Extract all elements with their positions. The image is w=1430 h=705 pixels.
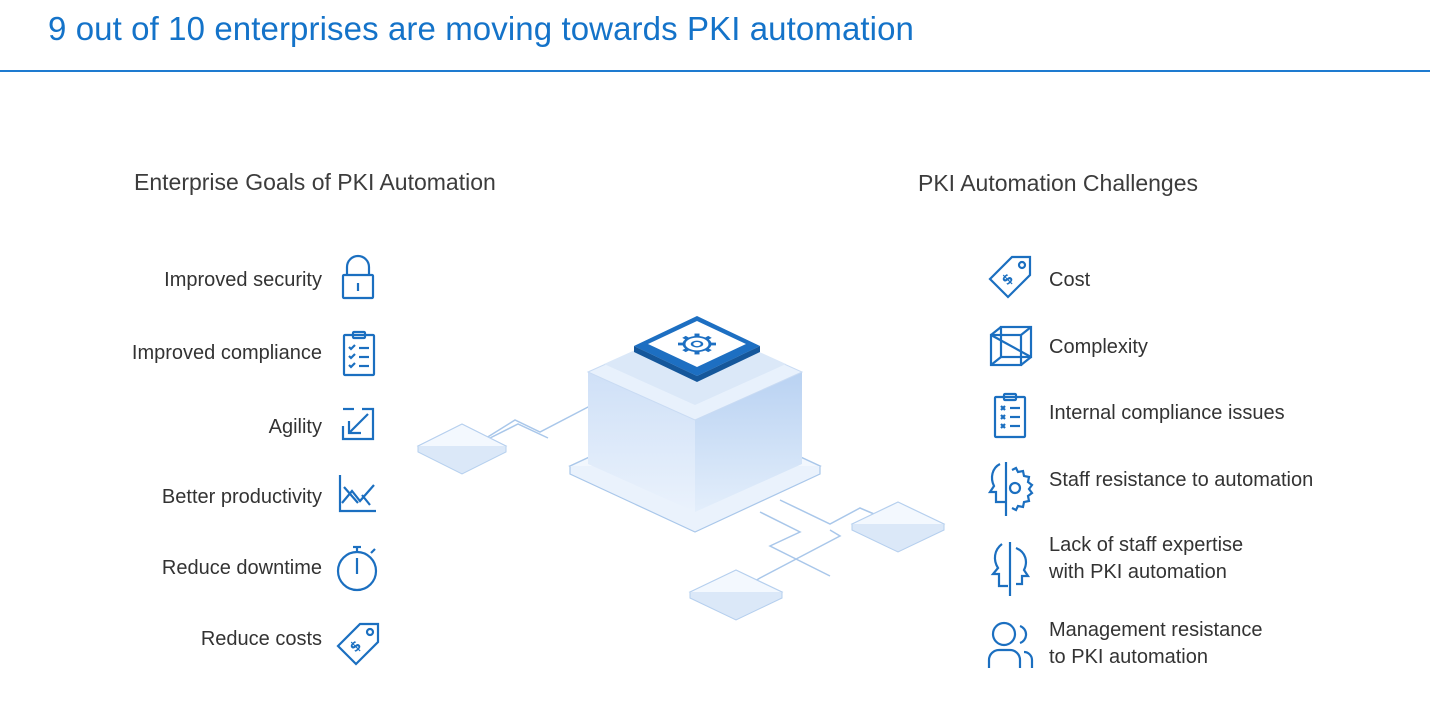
central-automation-illustration	[400, 290, 960, 635]
page-title: 9 out of 10 enterprises are moving towar…	[48, 10, 915, 47]
challenge-label-expertise: Lack of staff expertise with PKI automat…	[1049, 532, 1243, 586]
trend-chart-icon	[338, 473, 378, 515]
arrow-square-icon	[340, 406, 376, 442]
price-tag-icon: $	[986, 253, 1034, 301]
svg-text:$: $	[999, 271, 1017, 289]
price-tag-icon: $	[334, 620, 382, 668]
head-profile-icon	[990, 540, 1034, 598]
goal-label-compliance: Improved compliance	[131, 342, 322, 364]
challenge-label-complexity: Complexity	[1049, 336, 1148, 358]
challenge-label-management: Management resistance to PKI automation	[1049, 617, 1262, 671]
floating-tile-bottom	[688, 569, 784, 621]
head-gear-icon	[986, 460, 1036, 518]
gear-icon	[678, 333, 716, 355]
challenge-label-compliance: Internal compliance issues	[1049, 402, 1285, 424]
clipboard-x-list-icon	[993, 392, 1027, 439]
challenge-label-management-line2: to PKI automation	[1049, 646, 1208, 668]
floating-tile-right	[850, 501, 946, 553]
floating-tile-left	[416, 423, 508, 475]
svg-text:$: $	[347, 638, 365, 656]
challenge-label-cost: Cost	[1049, 269, 1091, 291]
title-divider	[0, 70, 1430, 72]
goal-label-security: Improved security	[164, 269, 322, 291]
people-icon	[986, 620, 1036, 670]
goal-label-productivity: Better productivity	[161, 486, 322, 508]
padlock-icon	[341, 254, 375, 301]
cube-wireframe-icon	[988, 324, 1034, 370]
challenge-label-management-line1: Management resistance	[1049, 619, 1263, 641]
goal-label-costs: Reduce costs	[200, 628, 322, 650]
clipboard-checklist-icon	[342, 330, 376, 377]
stopwatch-icon	[336, 544, 380, 592]
goals-heading: Enterprise Goals of PKI Automation	[134, 169, 496, 195]
challenge-label-expertise-line2: with PKI automation	[1049, 561, 1227, 583]
goal-label-agility: Agility	[268, 416, 322, 438]
challenge-label-staff-resistance: Staff resistance to automation	[1049, 469, 1314, 491]
gear-chip	[634, 316, 760, 382]
goal-label-downtime: Reduce downtime	[161, 557, 322, 579]
isometric-platform-graphic	[416, 316, 946, 621]
challenges-heading: PKI Automation Challenges	[918, 170, 1199, 196]
challenge-label-expertise-line1: Lack of staff expertise	[1049, 534, 1244, 556]
